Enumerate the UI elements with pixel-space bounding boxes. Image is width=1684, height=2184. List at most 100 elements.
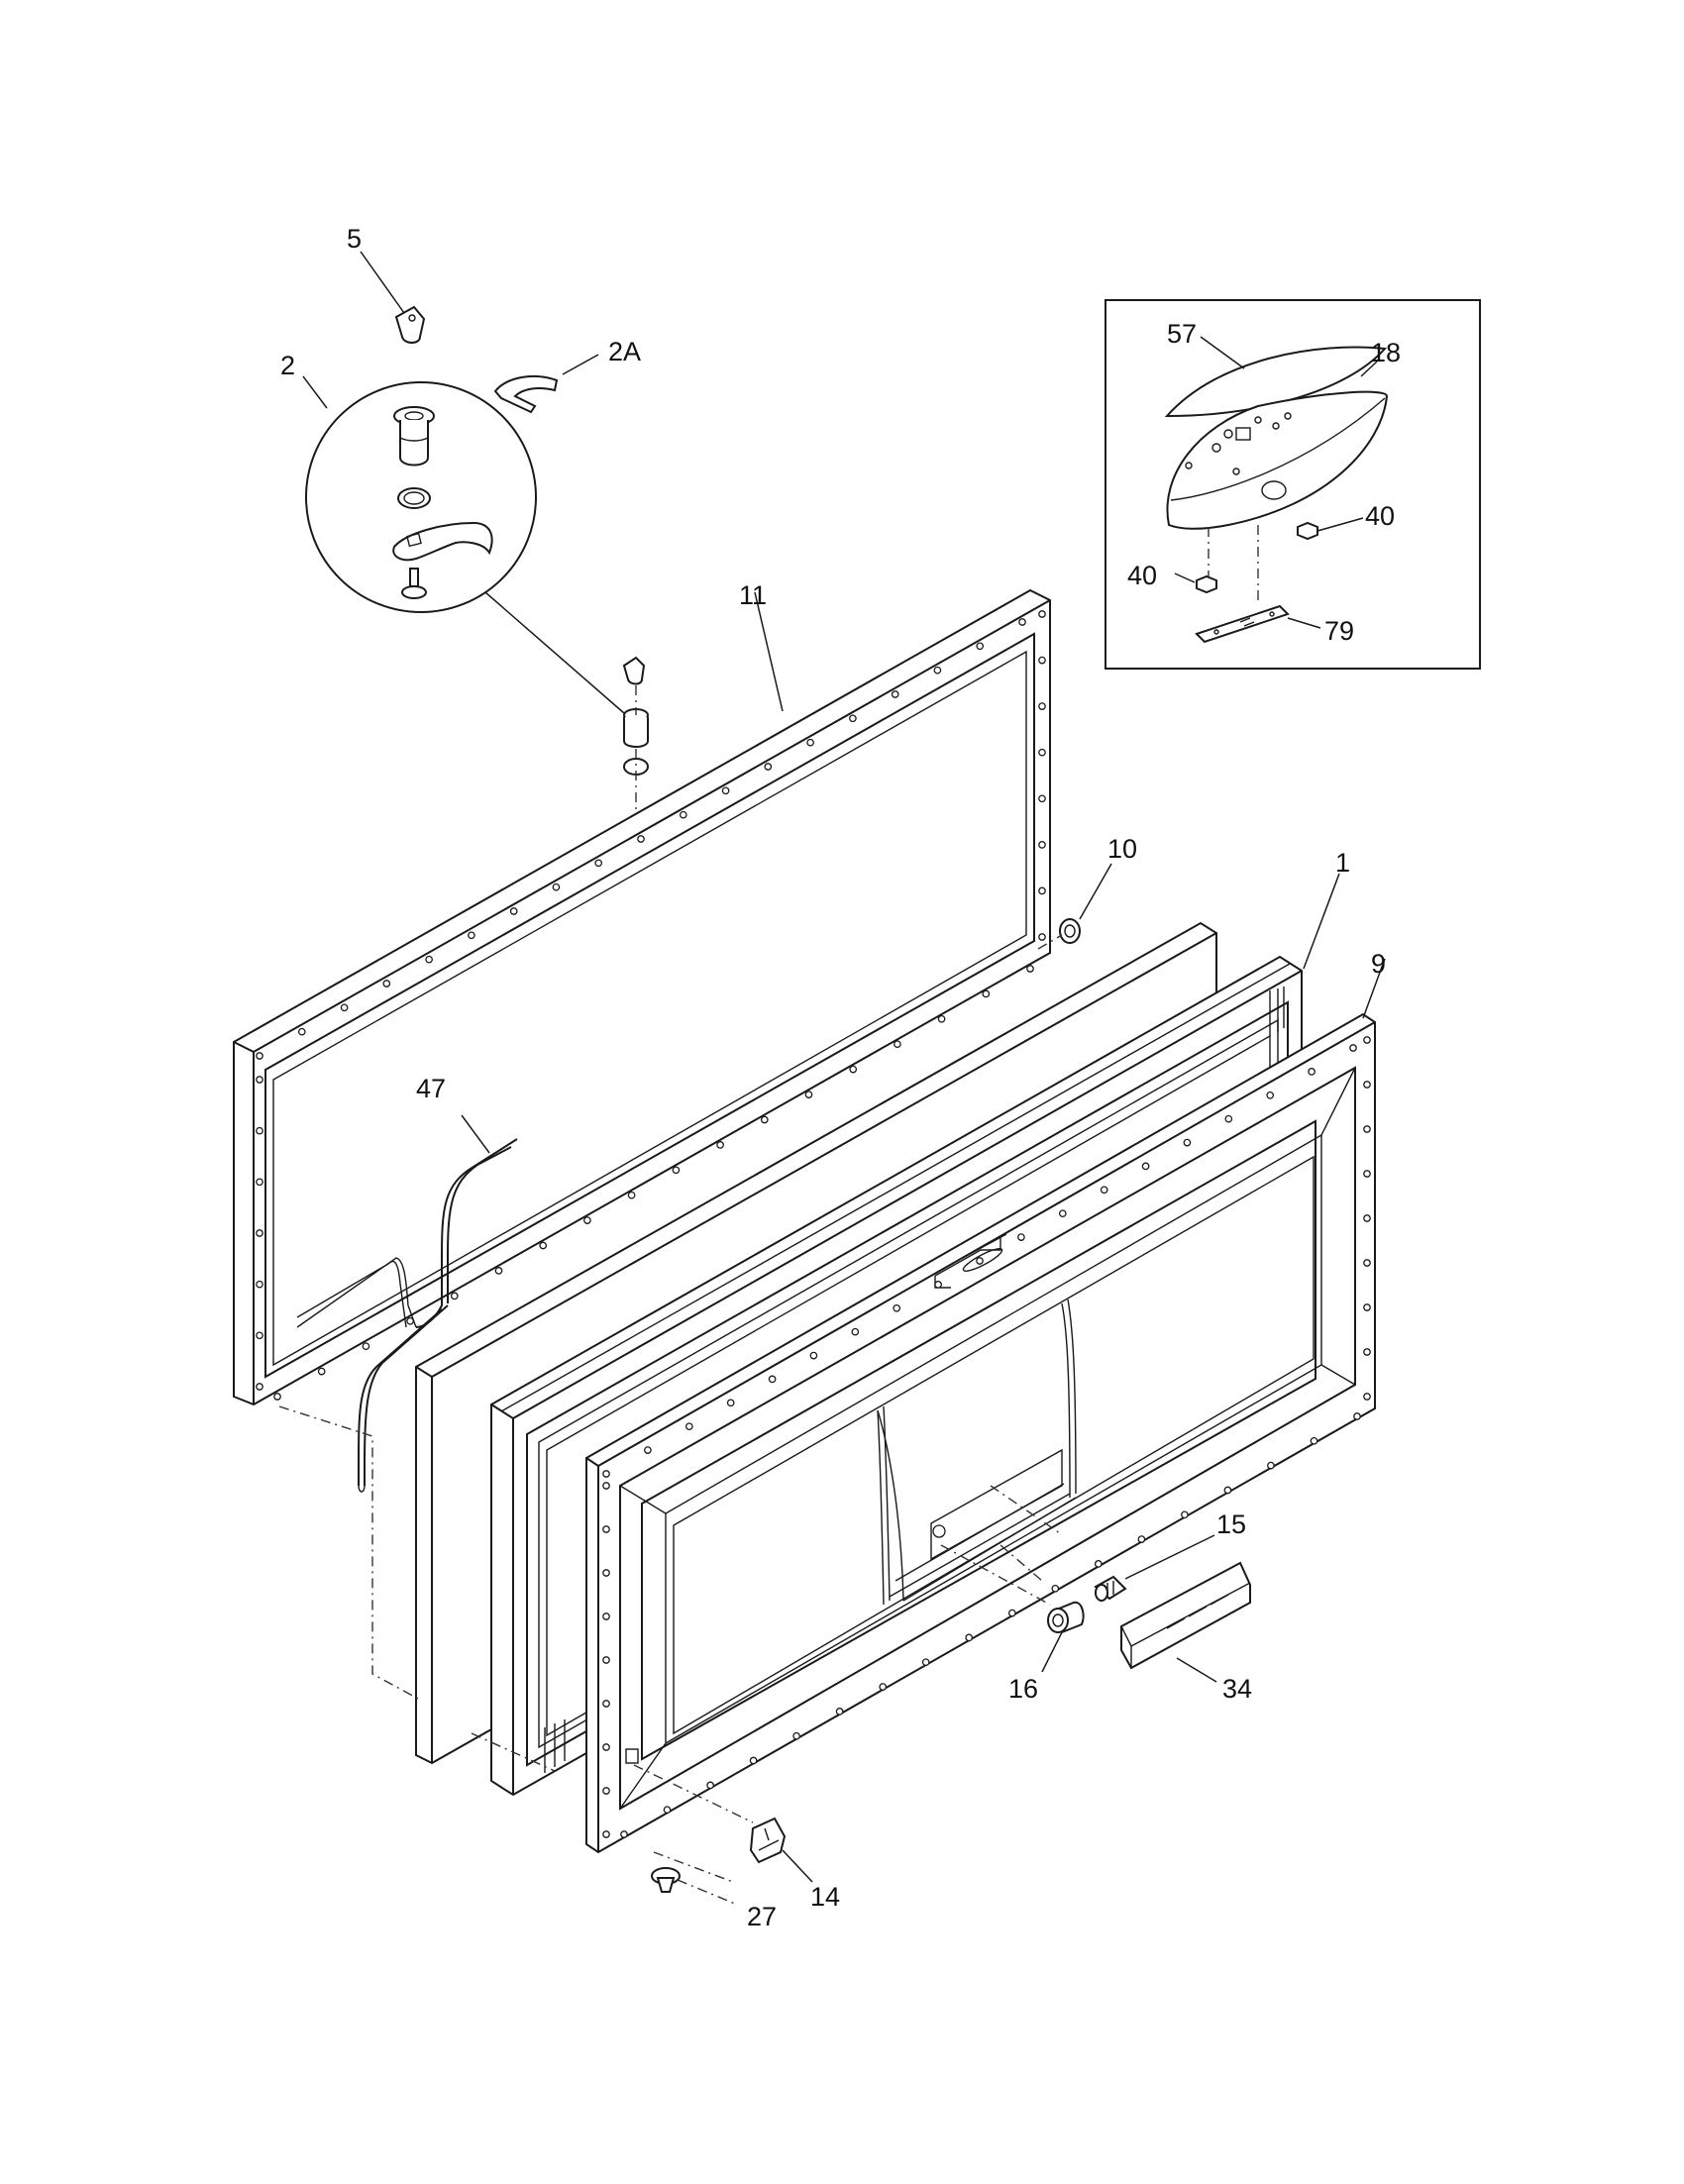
circuit-board-79 [1195, 604, 1290, 644]
screw-hole [627, 1191, 636, 1199]
nut-40-right [1297, 521, 1318, 541]
screw-hole [1353, 1412, 1361, 1420]
screw-hole [382, 980, 391, 988]
screw-hole [1183, 1138, 1192, 1147]
screw-hole [583, 1216, 591, 1224]
screw-hole [1310, 1436, 1318, 1445]
screw-hole [1181, 1510, 1189, 1519]
screw-hole [937, 1014, 946, 1023]
screw-hole [1363, 1170, 1371, 1178]
screw-hole [879, 1683, 888, 1691]
screw-hole [851, 1327, 860, 1336]
lid-back-frame-11 [233, 588, 1051, 1406]
callout-27: 27 [747, 1902, 777, 1931]
screw-hole [1267, 1461, 1275, 1470]
screw-hole [1038, 841, 1046, 849]
screw-hole [1051, 1584, 1060, 1593]
bushing-15-icon [1094, 1575, 1127, 1602]
screw-hole [644, 1446, 652, 1454]
screw-hole [849, 1065, 858, 1074]
screw-hole [1038, 886, 1046, 895]
screw-hole [672, 1166, 681, 1175]
lock-cylinder-icon [393, 406, 435, 467]
liner-screw-holes [602, 1036, 1371, 1838]
hinge-cap-10-icon [1059, 918, 1081, 944]
callout-9: 9 [1371, 949, 1386, 979]
callout-1: 1 [1335, 848, 1350, 878]
screw-hole [1363, 1081, 1371, 1089]
screw-hole [1363, 1393, 1371, 1401]
screw-hole [468, 931, 475, 940]
clip-14-icon [749, 1817, 787, 1864]
screw-hole [256, 1052, 263, 1060]
screw-hole [976, 1257, 984, 1265]
screw-hole [602, 1830, 610, 1838]
screw-hole [1038, 610, 1046, 618]
screw-hole [256, 1178, 263, 1187]
screw-hole [1266, 1091, 1275, 1099]
screw-hole [891, 690, 899, 698]
callout-2A: 2A [608, 337, 641, 366]
lock-detail-circle [305, 381, 537, 613]
screw-hole [1349, 1044, 1357, 1052]
screw-hole [663, 1806, 672, 1815]
screw-hole [1018, 618, 1026, 626]
screw-hole [256, 1229, 263, 1237]
screw-hole [256, 1331, 263, 1340]
callout-15: 15 [1216, 1509, 1246, 1539]
screw-hole [256, 1076, 263, 1084]
screw-hole [809, 1351, 818, 1360]
screw-hole [1038, 748, 1046, 757]
screw-hole [602, 1787, 610, 1795]
key-5-icon [394, 305, 426, 344]
screw-hole [982, 989, 991, 998]
screw-hole [637, 835, 645, 843]
callout-40-right: 40 [1365, 501, 1395, 531]
screw-hole [934, 1281, 942, 1289]
retainer-clip-2A-icon [493, 374, 559, 414]
heater-wire-47 [296, 1138, 518, 1493]
callout-11: 11 [739, 580, 767, 610]
screw-hole [933, 666, 942, 675]
screw-hole [602, 1482, 610, 1490]
callout-57: 57 [1167, 319, 1197, 349]
screw-hole [594, 859, 603, 868]
screw-hole [835, 1708, 844, 1716]
screw-hole [749, 1756, 758, 1765]
screw-hole [1100, 1186, 1108, 1195]
screw-hole [297, 1027, 306, 1036]
trim-strip-34-icon [1120, 1561, 1251, 1670]
screw-hole [602, 1656, 610, 1664]
screw-hole [273, 1393, 281, 1401]
callout-10: 10 [1107, 834, 1137, 864]
screw-hole [256, 1126, 263, 1135]
screw-hole [1038, 933, 1046, 941]
screw-hole [425, 955, 433, 964]
screw-hole [760, 1115, 769, 1124]
o-ring-icon [397, 487, 431, 509]
screw-hole [1224, 1114, 1233, 1123]
screw-hole [1038, 656, 1046, 665]
screw-hole [726, 1399, 735, 1407]
screw-hole [1038, 794, 1046, 803]
screw-hole [602, 1470, 610, 1478]
lock-cam-icon [392, 521, 493, 562]
screw-hole [1007, 1609, 1016, 1617]
screw-hole [256, 1383, 263, 1391]
nut-40-left [1196, 574, 1217, 594]
knob-16-icon [1047, 1601, 1085, 1634]
screw-hole [552, 883, 561, 891]
screw-hole [804, 1091, 813, 1098]
inner-door-liner-9 [585, 1012, 1376, 1854]
screw-hole [1141, 1162, 1150, 1171]
screw-hole [509, 907, 518, 915]
callout-16: 16 [1008, 1674, 1038, 1704]
screw-hole [849, 714, 857, 723]
screw-hole [1363, 1036, 1371, 1044]
callout-34: 34 [1222, 1674, 1252, 1704]
screw-hole [768, 1375, 777, 1384]
control-panel-inset: 57 18 40 40 79 [1105, 299, 1481, 670]
screw-hole [602, 1525, 610, 1533]
screw-hole [706, 1781, 714, 1790]
